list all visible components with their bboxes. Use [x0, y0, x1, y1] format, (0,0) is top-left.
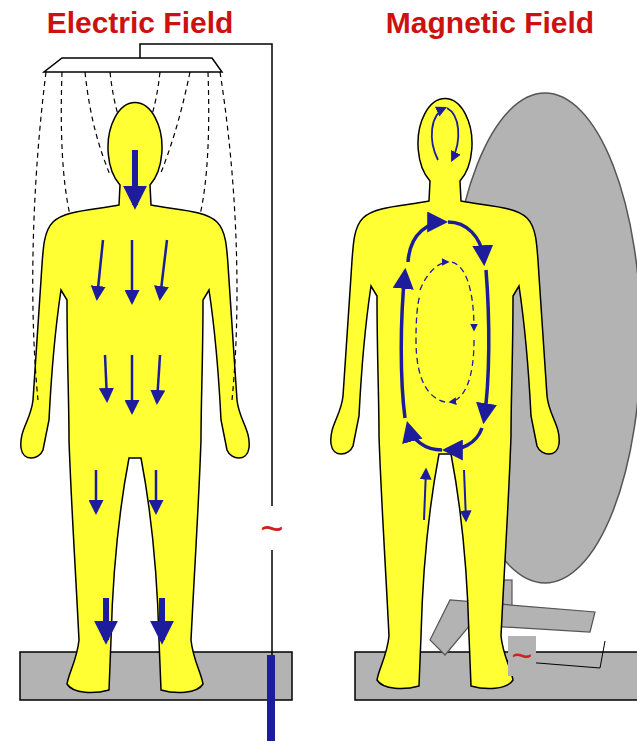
electrode-plate — [44, 58, 222, 72]
ground-slab — [20, 652, 292, 700]
panel-title: Magnetic Field — [383, 6, 597, 39]
human-figure — [21, 103, 249, 693]
ac-source-symbol: ~ — [508, 636, 535, 676]
eddy-current-loops — [401, 108, 489, 520]
field-lines — [33, 72, 237, 400]
panel-title: Electric Field — [44, 6, 237, 39]
human-figure — [331, 99, 559, 689]
current-arrows — [96, 150, 167, 640]
ground-rod — [267, 655, 275, 741]
ac-source-symbol: ~ — [257, 506, 286, 550]
